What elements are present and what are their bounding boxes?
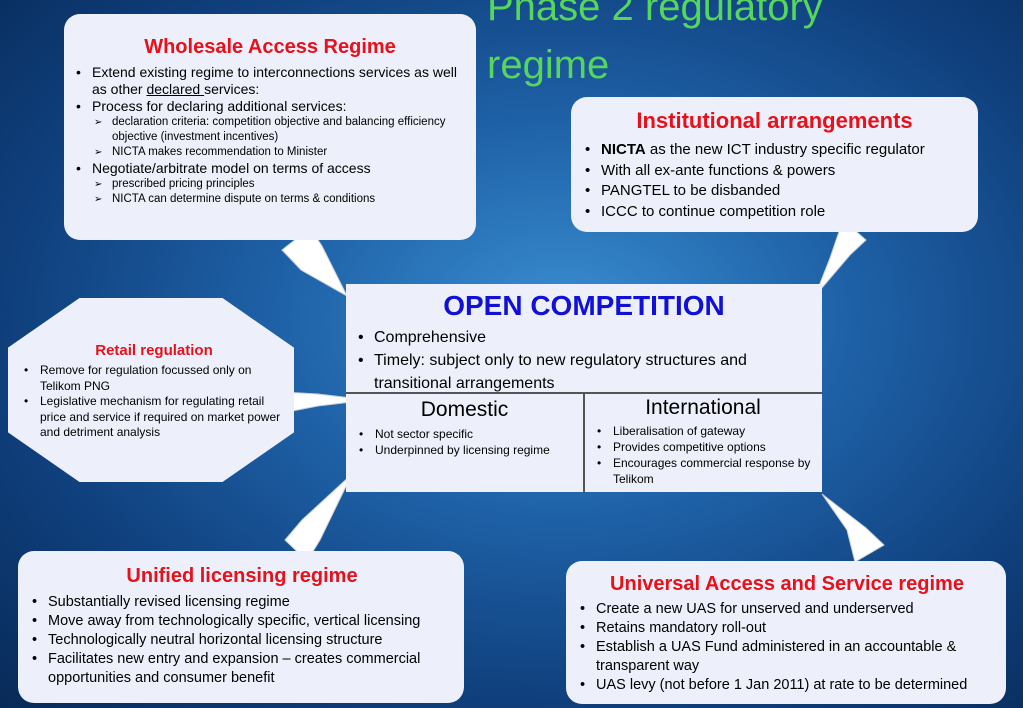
open-competition-title: OPEN COMPETITION <box>443 290 725 321</box>
unified-licensing-box: Unified licensing regime Substantially r… <box>18 551 464 703</box>
wholesale-bullet-2: Process for declaring additional service… <box>76 98 468 160</box>
wholesale-sub-bullet: prescribed pricing principles <box>94 177 468 192</box>
universal-bullet: UAS levy (not before 1 Jan 2011) at rate… <box>580 676 1000 695</box>
unified-bullet: Move away from technologically specific,… <box>32 612 456 631</box>
universal-access-box: Universal Access and Service regime Crea… <box>566 561 1006 704</box>
wholesale-bullet-1: Extend existing regime to interconnectio… <box>76 64 468 98</box>
institutional-bullet: ICCC to continue competition role <box>585 202 972 223</box>
institutional-bullet: With all ex-ante functions & powers <box>585 161 972 182</box>
domestic-bullet: Underpinned by licensing regime <box>359 442 575 458</box>
international-bullet: Encourages commercial response by Teliko… <box>597 455 818 487</box>
institutional-bullet-nicta: NICTA as the new ICT industry specific r… <box>585 140 972 161</box>
unified-bullet: Technologically neutral horizontal licen… <box>32 631 456 650</box>
universal-bullet: Create a new UAS for unserved and unders… <box>580 600 1000 619</box>
retail-regulation-octagon: Retail regulation Remove for regulation … <box>8 298 294 482</box>
wholesale-bullet-3: Negotiate/arbitrate model on terms of ac… <box>76 160 468 207</box>
wholesale-sub-bullet: NICTA makes recommendation to Minister <box>94 145 468 160</box>
institutional-title: Institutional arrangements <box>636 108 913 133</box>
unified-bullet: Substantially revised licensing regime <box>32 593 456 612</box>
slide-title: Phase 2 regulatory regime <box>487 0 823 87</box>
retail-bullet: Legislative mechanism for regulating ret… <box>24 394 288 441</box>
wholesale-sub-bullet: declaration criteria: competition object… <box>94 115 468 145</box>
wholesale-sub-bullet: NICTA can determine dispute on terms & c… <box>94 192 468 207</box>
wholesale-title: Wholesale Access Regime <box>144 36 396 58</box>
international-heading: International <box>645 396 761 419</box>
open-competition-bullet: Comprehensive <box>358 326 822 349</box>
domestic-heading: Domestic <box>420 398 509 421</box>
arrow-unified-to-center <box>284 473 353 562</box>
arrow-universal-to-center <box>821 493 885 563</box>
retail-bullet: Remove for regulation focussed only on T… <box>24 363 288 394</box>
retail-title: Retail regulation <box>95 342 213 359</box>
universal-bullet: Retains mandatory roll-out <box>580 619 1000 638</box>
open-competition-bullet: Timely: subject only to new regulatory s… <box>358 349 822 395</box>
unified-bullet: Facilitates new entry and expansion – cr… <box>32 650 456 688</box>
international-bullet: Liberalisation of gateway <box>597 423 818 439</box>
universal-bullet: Establish a UAS Fund administered in an … <box>580 638 1000 676</box>
domestic-bullet: Not sector specific <box>359 426 575 442</box>
international-bullet: Provides competitive options <box>597 439 818 455</box>
universal-title: Universal Access and Service regime <box>610 573 964 595</box>
unified-title: Unified licensing regime <box>126 565 358 587</box>
institutional-bullet: PANGTEL to be disbanded <box>585 181 972 202</box>
institutional-arrangements-box: Institutional arrangements NICTA as the … <box>571 97 978 232</box>
open-competition-box: OPEN COMPETITION Comprehensive Timely: s… <box>346 284 822 492</box>
vertical-divider <box>583 392 585 492</box>
wholesale-access-box: Wholesale Access Regime Extend existing … <box>64 14 476 240</box>
